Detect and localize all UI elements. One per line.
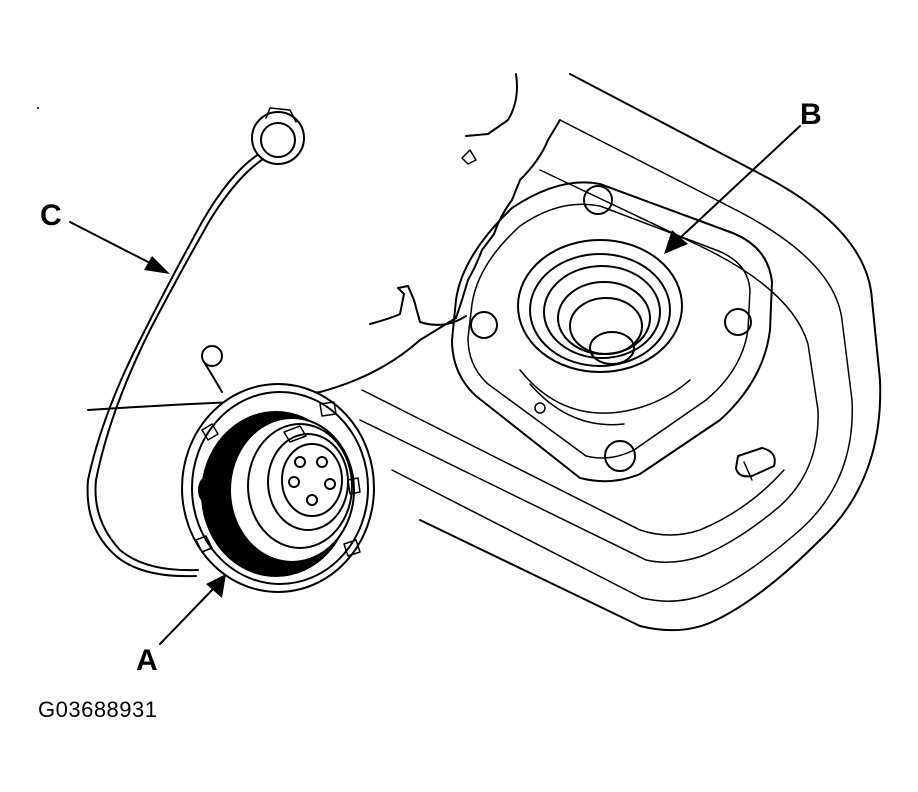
arrow-head-b [664,230,688,254]
arrow-head-a [206,574,226,598]
arrow-head-c [144,256,170,274]
leader-arrows [69,125,801,645]
callout-a-label: A [136,644,158,677]
filler-neck-flange [451,181,776,483]
fuel-cap [181,345,375,593]
figure-code: G03688931 [38,697,158,722]
callout-c-label: C [40,199,62,232]
callout-b-label: B [800,98,822,131]
tether-cord [86,107,305,578]
scan-speck [37,107,39,109]
